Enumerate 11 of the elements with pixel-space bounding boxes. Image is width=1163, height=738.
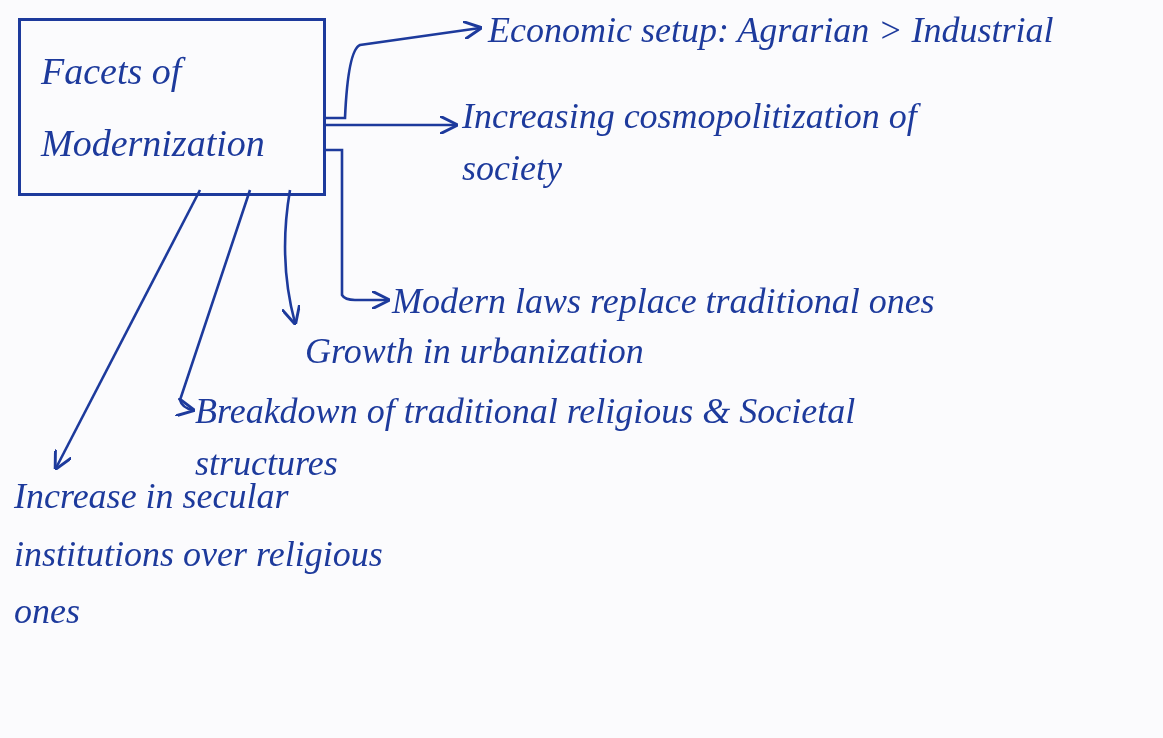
facet-text: Modern laws replace traditional ones: [392, 275, 1152, 328]
facet-text: Increasing cosmopolitization of society: [462, 90, 1022, 200]
arrow: [53, 189, 202, 472]
facet-text: Growth in urbanization: [285, 325, 805, 380]
topic-box: Facets of Modernization: [18, 18, 326, 197]
arrow: [326, 19, 484, 120]
arrow: [173, 189, 252, 417]
arrow: [280, 189, 302, 327]
facet-text: Economic setup: Agrarian > Industrial: [488, 4, 1163, 57]
arrow: [326, 148, 392, 311]
arrow: [326, 114, 460, 136]
